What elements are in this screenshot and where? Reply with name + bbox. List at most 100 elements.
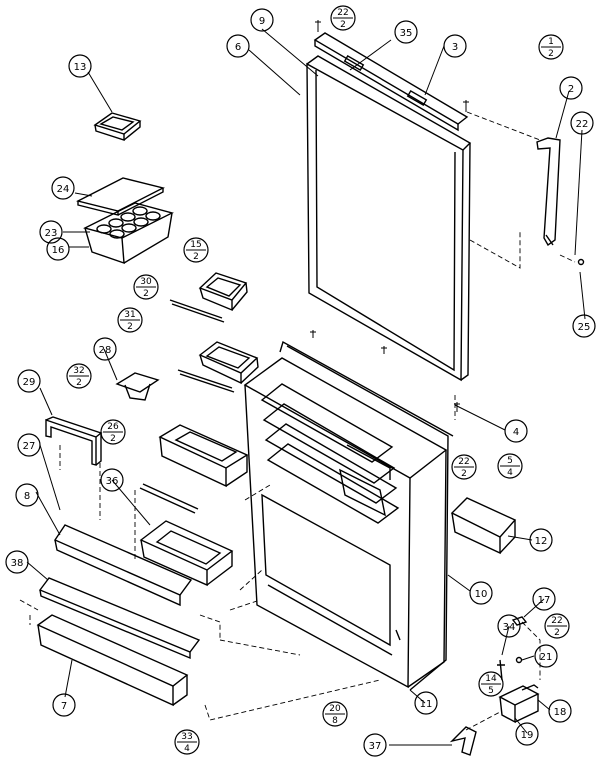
callout-10: 10	[469, 581, 493, 605]
callout-11: 11	[414, 691, 438, 715]
callout-36: 36	[100, 468, 124, 492]
callout-27: 27	[17, 433, 41, 457]
callout-13: 13	[68, 54, 92, 78]
fraction-30-2-num: 30	[140, 277, 152, 287]
callout-19-label: 19	[521, 730, 534, 741]
callout-18-label: 18	[554, 707, 567, 718]
callout-38-label: 38	[11, 558, 24, 569]
assembly-leader-lines	[19, 445, 381, 721]
part-36-tray	[139, 520, 234, 587]
fraction-1-2-den: 2	[548, 49, 554, 59]
callout-25-label: 25	[578, 322, 591, 333]
callout-12-label: 12	[535, 536, 548, 547]
part-13-small-tray	[93, 112, 142, 141]
callout-16-label: 16	[52, 245, 65, 256]
callout-17-label: 17	[538, 595, 551, 606]
fraction-callout-5-4: 54	[497, 453, 523, 479]
part-31-dish	[198, 341, 259, 385]
fraction-33-4-den: 4	[184, 744, 190, 754]
fraction-callout-15-2: 152	[183, 237, 209, 263]
callout-8-label: 8	[24, 491, 30, 502]
fraction-20-8-den: 8	[332, 716, 338, 726]
leader-lines-door	[454, 111, 576, 420]
callout-10-label: 10	[475, 589, 488, 600]
callout-27-label: 27	[23, 441, 36, 452]
fraction-callout-26-2: 262	[100, 419, 126, 445]
fraction-14-5-num: 14	[485, 674, 497, 684]
fraction-22-2-mid-num: 22	[458, 457, 469, 467]
callout-22: 22	[570, 111, 594, 135]
fraction-1-2-num: 1	[548, 37, 554, 47]
part-29-bracket	[45, 416, 103, 466]
part-8-shelf-rail	[53, 524, 193, 607]
fraction-callout-14-5: 145	[478, 671, 504, 697]
fraction-callout-1-2: 12	[538, 34, 564, 60]
fraction-32-2-num: 32	[73, 366, 84, 376]
part-38-long-rail	[38, 577, 201, 660]
callout-2-label: 2	[568, 84, 574, 95]
callout-leaders	[26, 28, 586, 746]
fraction-22-2-low-den: 2	[554, 628, 560, 638]
callout-6-label: 6	[235, 42, 241, 53]
fraction-31-2-den: 2	[127, 322, 133, 332]
callout-35: 35	[394, 20, 418, 44]
fraction-14-5-den: 5	[488, 686, 494, 696]
callout-3-label: 3	[452, 42, 458, 53]
door-screws	[310, 20, 469, 412]
callout-4-label: 4	[513, 427, 519, 438]
part-7-bottom-shelf	[36, 614, 189, 707]
callout-3: 3	[443, 34, 467, 58]
callout-18: 18	[548, 699, 572, 723]
fraction-callout-31-2: 312	[117, 307, 143, 333]
callout-28-label: 28	[99, 345, 112, 356]
callout-34: 34	[497, 614, 521, 638]
callout-36-label: 36	[106, 476, 119, 487]
part-23-ice-tray	[83, 202, 174, 265]
fraction-5-4-den: 4	[507, 468, 513, 478]
fraction-callout-20-8: 208	[322, 701, 348, 727]
lower-hinge-hardware	[449, 616, 540, 756]
callout-9: 9	[250, 8, 274, 32]
callout-16: 16	[46, 237, 70, 261]
part-26-bar	[139, 483, 199, 514]
callout-21-label: 21	[540, 652, 553, 663]
callout-38: 38	[5, 550, 29, 574]
fraction-26-2-num: 26	[107, 422, 119, 432]
fraction-15-2-den: 2	[193, 252, 199, 262]
callout-37: 37	[363, 733, 387, 757]
callout-6: 6	[226, 34, 250, 58]
fraction-15-2-num: 15	[190, 240, 201, 250]
callout-23-label: 23	[45, 228, 58, 239]
fraction-22-2-mid-den: 2	[461, 469, 467, 479]
callouts: 13 24 23 16 9 6 35 3 2 22 25 28 29 27 8 …	[5, 8, 596, 757]
parts-30-31-rods	[169, 299, 235, 393]
part-32-shelf-bin	[158, 424, 249, 488]
part-10-door-liner	[243, 340, 454, 691]
callout-7-label: 7	[61, 701, 67, 712]
fraction-callout-22-2-mid: 222	[451, 454, 477, 480]
fraction-30-2-den: 2	[143, 289, 149, 299]
callout-2: 2	[559, 76, 583, 100]
fraction-callout-22-2-low: 222	[544, 613, 570, 639]
fraction-callout-32-2: 322	[66, 363, 92, 389]
callout-34-label: 34	[503, 622, 516, 633]
callout-37-label: 37	[369, 741, 382, 752]
callout-24-label: 24	[57, 184, 70, 195]
fraction-33-4-num: 33	[181, 732, 192, 742]
hardware-leaders	[465, 621, 541, 731]
callout-29-label: 29	[23, 377, 36, 388]
callout-13-label: 13	[74, 62, 87, 73]
callout-17: 17	[532, 587, 556, 611]
callout-23: 23	[39, 220, 63, 244]
part-9-door-panel	[306, 32, 472, 382]
callout-19: 19	[515, 722, 539, 746]
callout-29: 29	[17, 369, 41, 393]
callout-22-label: 22	[576, 119, 589, 130]
fraction-31-2-num: 31	[124, 310, 135, 320]
fraction-26-2-den: 2	[110, 434, 116, 444]
fraction-22-2-top-den: 2	[340, 20, 346, 30]
callout-24: 24	[51, 176, 75, 200]
part-12-cylinder	[450, 497, 517, 555]
fraction-callout-22-2-top: 222	[330, 5, 356, 31]
callout-35-label: 35	[400, 28, 413, 39]
